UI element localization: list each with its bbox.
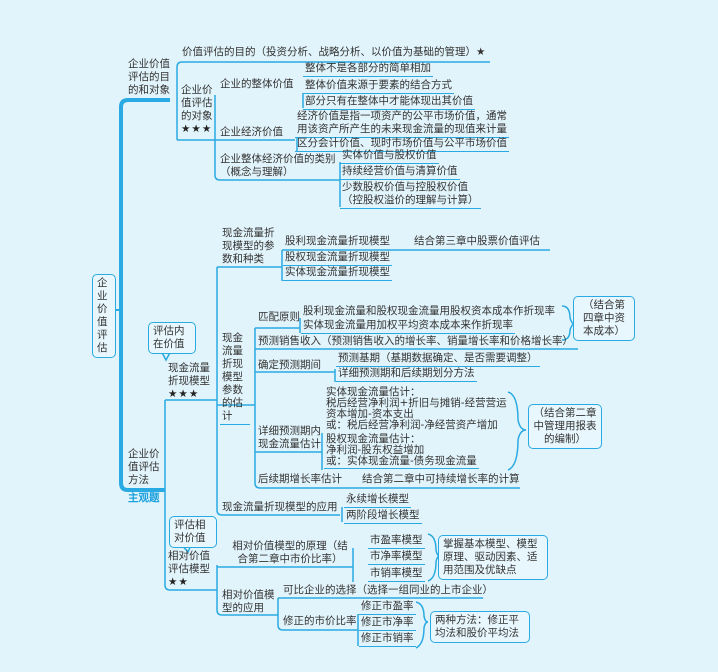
leaf: 修正市盈率: [359, 600, 416, 615]
brace: [507, 391, 527, 471]
leaf: 少数股权价值与控股权价值: [342, 181, 468, 193]
note-box: 两种方法：修正平均法和股价平均法: [430, 611, 530, 643]
stars: ★★★: [181, 123, 213, 135]
node-economic-value: 企业经济价值: [220, 126, 283, 138]
root-node: 企业价值评估: [92, 274, 116, 358]
node-relative: 相对价值评估模型★★: [166, 550, 218, 590]
node-dcf: 现金流量折现模型★★★: [166, 362, 218, 402]
line: 实体现金流量估计：: [326, 386, 421, 398]
node-sales: 预测销售收入（预测销售收入的增长率、销量增长率和价格增长率）: [258, 335, 573, 347]
node-detail: 详细预测期内现金流量估计: [258, 425, 321, 450]
node-whole-value: 企业的整体价值: [220, 78, 294, 90]
stars: ★★: [168, 576, 189, 588]
leaf: 区分会计价值、现时市场价值与公平市场价值: [295, 137, 509, 152]
bubble-relative: 评估相对价值: [169, 516, 217, 548]
leaf: 两阶段增长模型: [344, 509, 422, 524]
note-box: （结合第四章中资本成本）: [573, 296, 635, 341]
leaf: 实体现金流量折现模型: [283, 266, 392, 281]
leaf: 可比企业的选择（选择一组同业的上市企业）: [283, 584, 493, 596]
main-trunk: [119, 98, 170, 492]
dcf-label: 现金流量折现模型: [168, 362, 210, 387]
leaf: 股权现金流量折现模型: [283, 251, 392, 266]
stars: ★★★: [168, 388, 200, 400]
rel-label: 相对价值评估模型: [168, 550, 210, 575]
entity-cf: 实体现金流量估计：税后经营净利润+折旧与摊销-经营营运资本增加-资本支出或：税后…: [324, 387, 509, 432]
leaf: 股利现金流量和股权现金流量用股权资本成本作折现率: [303, 305, 555, 317]
line: 或：实体现金流量-债务现金流量: [326, 455, 477, 467]
note-box: 掌握基本模型、模型原理、驱动因素、适用范围及优缺点: [438, 535, 548, 580]
leaf: 市盈率模型: [368, 534, 425, 549]
subjective-label: 主观题: [128, 492, 160, 504]
line: 税后经营净利润+折旧与摊销-经营营运: [326, 397, 507, 409]
node-object: 企业价值评估的对象★★★: [179, 84, 219, 137]
note-box: （结合第二章中管理用报表的编制）: [528, 404, 602, 449]
leaf: 修正市销率: [359, 632, 416, 647]
node-revised: 修正的市价比率: [283, 615, 357, 627]
leaf: 永续增长模型: [344, 493, 411, 508]
node-category: 企业整体经济价值的类别（概念与理解）: [220, 153, 336, 178]
brace: [415, 601, 429, 649]
node-growth: 后续期增长率估计: [258, 473, 342, 485]
leaf: 股利现金流量折现模型: [285, 235, 390, 247]
line: 净利润-股东权益增加: [326, 444, 425, 456]
node-params: 现金流量折现模型的参数和种类: [222, 227, 275, 265]
leaf: （控股权溢价的理解与计算）: [340, 194, 481, 209]
node-estimate: 现金流量折现模型参数的估计: [220, 332, 250, 425]
node-period: 确定预测期间: [258, 359, 321, 371]
leaf: 整体价值来源于要素的结合方式: [303, 79, 454, 94]
note: 结合第三章中股票价值评估: [414, 235, 540, 247]
leaf: 持续经营价值与清算价值: [340, 165, 460, 180]
node-purpose-object: 企业价值评估的目的和对象: [128, 58, 170, 96]
equity-cf: 股权现金流量估计：净利润-股东权益增加或：实体现金流量-债务现金流量: [324, 434, 479, 469]
node-principle: 相对价值模型的原理（结合第二章中市价比率）: [232, 540, 348, 565]
leaf: 实体现金流量用加权平均资本成本来作折现率: [301, 319, 515, 334]
leaf: 经济价值是指一项资产的公平市场价值，通常: [297, 110, 507, 122]
leaf: 整体不是各部分的简单相加: [303, 62, 433, 77]
node-match: 匹配原则: [258, 311, 300, 323]
leaf: 预测基期（基期数据确定、是否需要调整）: [336, 352, 540, 367]
line: 或：税后经营净利润-净经营资产增加: [326, 419, 498, 431]
leaf: 市净率模型: [368, 550, 425, 565]
node-rel-apply: 相对价值模型的应用: [222, 589, 275, 614]
object-label: 企业价值评估的对象: [181, 84, 213, 122]
line: 资本增加-资本支出: [326, 408, 414, 420]
leaf: 详细预测期和后续期划分方法: [336, 367, 477, 382]
node-methods: 企业价值评估方法: [128, 448, 160, 486]
leaf: 实体价值与股权价值: [340, 149, 439, 164]
bubble-intrinsic: 评估内在价值: [148, 322, 196, 354]
leaf: 部分只有在整体中才能体现出其价值: [303, 95, 475, 110]
note: 结合第二章中可持续增长率的计算: [362, 473, 520, 485]
leaf: 用该资产所产生的未来现金流量的现值来计量: [295, 123, 509, 138]
node-purpose: 价值评估的目的（投资分析、战略分析、以价值为基础的管理）★: [182, 46, 486, 58]
node-apply: 现金流量折现模型的应用: [222, 501, 338, 513]
line: 股权现金流量估计：: [326, 433, 421, 445]
leaf: 修正市净率: [359, 616, 416, 631]
leaf: 市销率模型: [368, 567, 425, 582]
